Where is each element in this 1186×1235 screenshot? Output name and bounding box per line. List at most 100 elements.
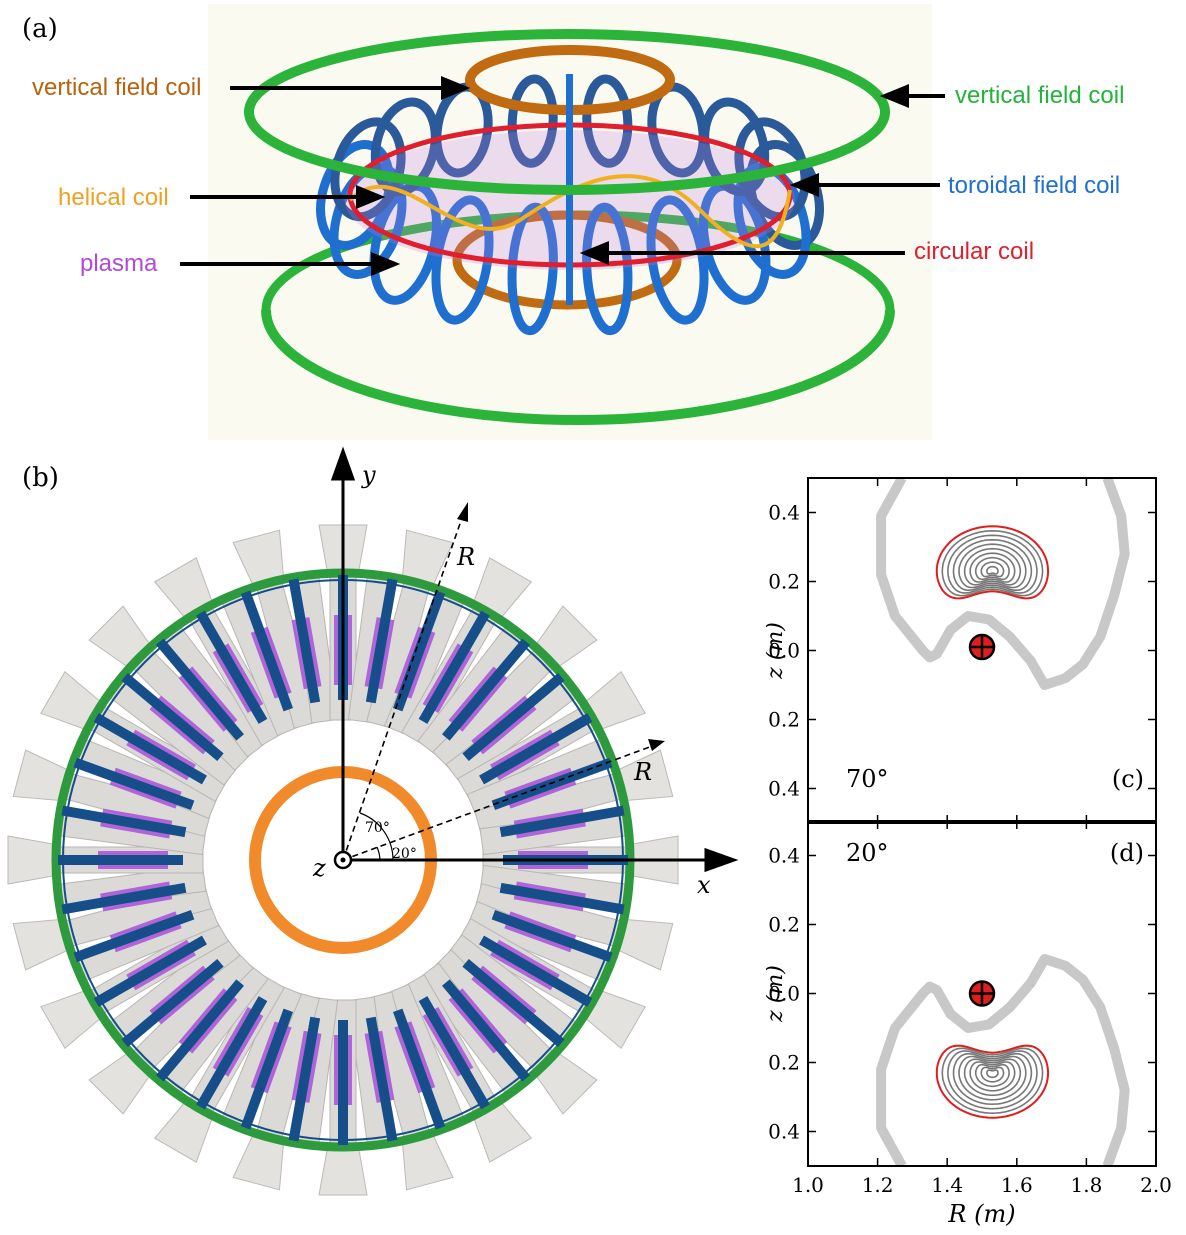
toroidal-coil-bar — [73, 910, 195, 963]
flux-contour — [974, 556, 1010, 581]
panel-b-figure: y x z R R 70° 20° — [7, 446, 739, 1196]
label-vertical-field-coil-right: vertical field coil — [955, 82, 1125, 109]
y-axis-label: z (m) — [766, 965, 788, 1023]
r-axis-20-arrowhead — [648, 739, 665, 751]
r-axis-20-line — [342, 744, 656, 861]
flux-contour — [958, 1055, 1027, 1101]
y-tick-label: 0.4 — [768, 844, 800, 868]
toroidal-coil — [733, 162, 811, 279]
toroidal-coil-bar — [462, 959, 565, 1048]
toroidal-coil-bar — [121, 672, 224, 761]
y-tick-label: 0.4 — [768, 501, 800, 525]
toroidal-coil-bar — [196, 610, 268, 724]
toroidal-coil-bar — [93, 713, 207, 785]
arrow-circular-head — [579, 241, 609, 265]
flux-contour — [974, 1063, 1010, 1088]
plot-area — [876, 954, 1130, 1166]
toroidal-coil-bar — [365, 578, 398, 704]
flux-contour — [952, 1053, 1033, 1106]
flux-contour — [963, 1058, 1022, 1097]
x-tick-label: 1.6 — [1001, 1173, 1033, 1197]
flux-contour — [963, 547, 1022, 586]
flux-contour — [980, 1066, 1005, 1083]
r-axis-label-20: R — [633, 758, 652, 786]
contour-plots: 0.40.20.0−0.2−0.4z (m)70°(c) 0.40.20.0−0… — [766, 477, 1172, 1228]
toroidal-coil-bar — [393, 590, 446, 712]
panel-label-a: (a) — [22, 14, 58, 44]
toroidal-coil-bar — [155, 979, 244, 1082]
toroidal-coil-bar — [499, 805, 625, 838]
vacuum-vessel — [876, 478, 1130, 690]
toroidal-coil-bar — [499, 882, 625, 915]
x-axis-label: R (m) — [947, 1200, 1015, 1228]
z-axis-label: z — [312, 854, 326, 882]
toroidal-coil — [582, 202, 633, 336]
x-axis-arrowhead — [704, 847, 739, 873]
toroidal-coil-bar — [479, 713, 593, 785]
toroidal-coil-bar — [442, 638, 531, 741]
y-tick-label: −0.2 — [766, 708, 800, 732]
angle-label-20: 20° — [392, 846, 417, 862]
y-tick-label: −0.2 — [766, 1051, 800, 1075]
toroidal-coil — [507, 202, 558, 336]
flux-contour — [969, 552, 1016, 583]
toroidal-coil-bar — [365, 1016, 398, 1142]
label-circular-coil: circular coil — [914, 238, 1035, 265]
toroidal-coil — [431, 195, 494, 325]
toroidal-coil-bar — [93, 935, 207, 1007]
toroidal-coil-bar — [288, 1016, 321, 1142]
r-axis-label-70: R — [456, 543, 475, 571]
flux-contour — [958, 543, 1027, 589]
flux-contour — [941, 1047, 1044, 1115]
label-toroidal-field-coil: toroidal field coil — [948, 172, 1121, 199]
toroidal-coil-bar — [479, 935, 593, 1007]
helical-coil-ring — [348, 174, 792, 249]
label-helical-coil: helical coil — [58, 184, 169, 211]
toroidal-coil-bar — [442, 979, 531, 1082]
support-flange — [7, 835, 54, 885]
arrow-vertical-field-left-head — [441, 76, 471, 100]
toroidal-coil-bar — [155, 638, 244, 741]
toroidal-coil-bars-group — [58, 575, 628, 1145]
toroidal-coil — [646, 195, 709, 325]
toroidal-coil-bar — [121, 959, 224, 1048]
toroidal-coil-bar — [418, 610, 490, 724]
flux-contour — [980, 561, 1005, 578]
center-post-upper — [566, 74, 573, 234]
arrow-vertical-field-right-head — [879, 84, 909, 108]
toroidal-coil-bar — [491, 910, 613, 963]
panel-label-b: (b) — [22, 463, 59, 493]
plot-c: 0.40.20.0−0.2−0.4z (m)70°(c) — [766, 477, 1157, 824]
last-closed-flux-surface — [935, 1044, 1050, 1119]
green-ring-bottom-front — [261, 309, 895, 425]
y-tick-label: −0.4 — [766, 1120, 800, 1144]
y-axis-label: z (m) — [766, 622, 788, 680]
y-tick-label: 0.0 — [768, 982, 800, 1006]
y-tick-label: 0.2 — [768, 570, 800, 594]
panel-label: (c) — [1112, 765, 1144, 793]
z-axis-symbol-dot — [340, 857, 346, 863]
panel-a-arrows — [180, 76, 945, 276]
vacuum-vessel — [876, 954, 1130, 1166]
y-axis-label: y — [361, 461, 376, 489]
flux-contour — [941, 529, 1044, 597]
y-tick-label: 0.0 — [768, 639, 800, 663]
arrow-toroidal-head — [789, 173, 819, 197]
flux-contour — [969, 1061, 1016, 1092]
toroidal-coil-bar — [418, 996, 490, 1110]
y-tick-label: 0.2 — [768, 913, 800, 937]
arrow-helical-head — [356, 185, 386, 209]
toroidal-coil-bar — [240, 590, 293, 712]
flux-contour — [986, 565, 999, 575]
label-vertical-field-coil-left: vertical field coil — [32, 74, 202, 101]
x-tick-label: 1.2 — [862, 1173, 894, 1197]
toroidal-coil-bar — [196, 996, 268, 1110]
angle-arc-70 — [359, 812, 394, 861]
toroidal-coil-bar — [338, 1020, 348, 1145]
toroidal-coil-bar — [491, 757, 613, 810]
panel-a-figure — [180, 4, 945, 440]
toroidal-coil-bar — [58, 855, 183, 865]
toroidal-coil — [370, 97, 440, 197]
flux-contour — [947, 1050, 1038, 1110]
r-axis-70-line — [342, 514, 464, 861]
